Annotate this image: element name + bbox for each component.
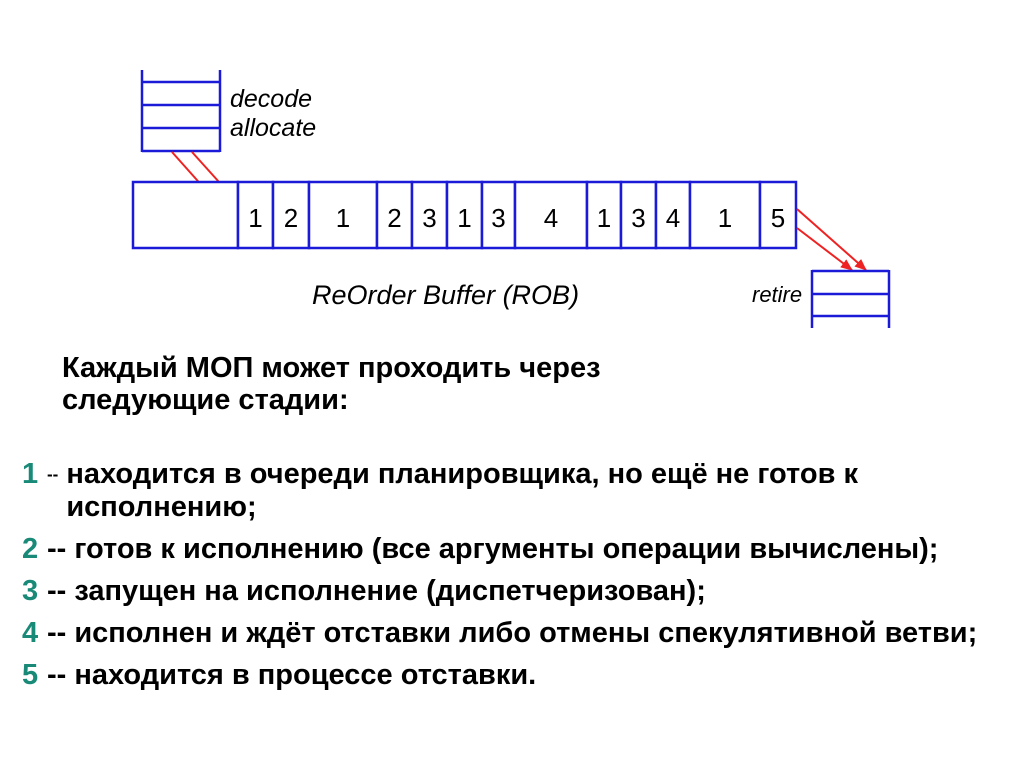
rob-cell-label: 2 [387, 203, 401, 233]
rob-cell [480, 180, 517, 250]
rob-cell-label: 4 [666, 203, 680, 233]
stage-item-3: 3 -- запущен на исполнение (диспетчеризо… [22, 575, 1012, 608]
stage-number: 2 [22, 533, 39, 565]
stage-number: 5 [22, 659, 39, 691]
rob-cell-label: 1 [457, 203, 471, 233]
heading-line-1: Каждый МОП может проходить через [62, 352, 601, 384]
rob-cell-label: 3 [631, 203, 645, 233]
stage-item-1: 1 -- находится в очереди планировщика, н… [22, 458, 1012, 524]
rob-cell-label: 5 [771, 203, 785, 233]
rob-cell [758, 180, 798, 250]
stage-description: находится в процессе отставки. [74, 659, 537, 691]
stage-separator: -- [47, 575, 67, 607]
stage-item-4: 4 -- исполнен и ждёт отставки либо отмен… [22, 617, 1012, 650]
stage-description: готов к исполнению (все аргументы операц… [74, 533, 939, 565]
rob-cell-label: 3 [491, 203, 505, 233]
rob-cell-label: 1 [597, 203, 611, 233]
stage-number: 3 [22, 575, 39, 607]
rob-cell [236, 180, 275, 250]
stage-description: исполнен и ждёт отставки либо отмены спе… [74, 617, 978, 649]
retire-arrows [796, 208, 867, 271]
rob-cell-empty [131, 180, 240, 250]
rob-cell-label: 1 [718, 203, 732, 233]
rob-cell [271, 180, 311, 250]
rob-cell-label: 3 [422, 203, 436, 233]
retire-queue [810, 269, 891, 328]
stages-heading: Каждый МОП может проходить через следующ… [62, 352, 962, 416]
rob-cell [445, 180, 484, 250]
rob-cell-label: 4 [544, 203, 558, 233]
stages-list: 1 -- находится в очереди планировщика, н… [22, 458, 1012, 701]
allocate-label: allocate [230, 114, 316, 142]
rob-cell-label: 2 [284, 203, 298, 233]
stage-separator: -- [47, 465, 59, 484]
rob-cell [585, 180, 623, 250]
rob-cell-label: 1 [248, 203, 262, 233]
stage-separator: -- [47, 533, 67, 565]
stage-item-5: 5 -- находится в процессе отставки. [22, 659, 1012, 692]
rob-label: ReOrder Buffer (ROB) [312, 280, 579, 310]
rob-cell [654, 180, 692, 250]
stage-description: находится в очереди планировщика, но ещё… [66, 458, 858, 523]
heading-line-2: следующие стадии: [62, 384, 349, 416]
stage-number: 1 [22, 458, 39, 490]
stage-separator: -- [47, 617, 67, 649]
stage-description: запущен на исполнение (диспетчеризован); [74, 575, 706, 607]
stage-item-2: 2 -- готов к исполнению (все аргументы о… [22, 533, 1012, 566]
stage-number: 4 [22, 617, 39, 649]
decode-label: decode [230, 85, 312, 113]
rob-cell [688, 180, 762, 250]
stage-separator: -- [47, 659, 67, 691]
retire-label: retire [752, 282, 802, 307]
decode-queue [140, 70, 222, 153]
rob-cell [513, 180, 589, 250]
rob-cell-label: 1 [336, 203, 350, 233]
